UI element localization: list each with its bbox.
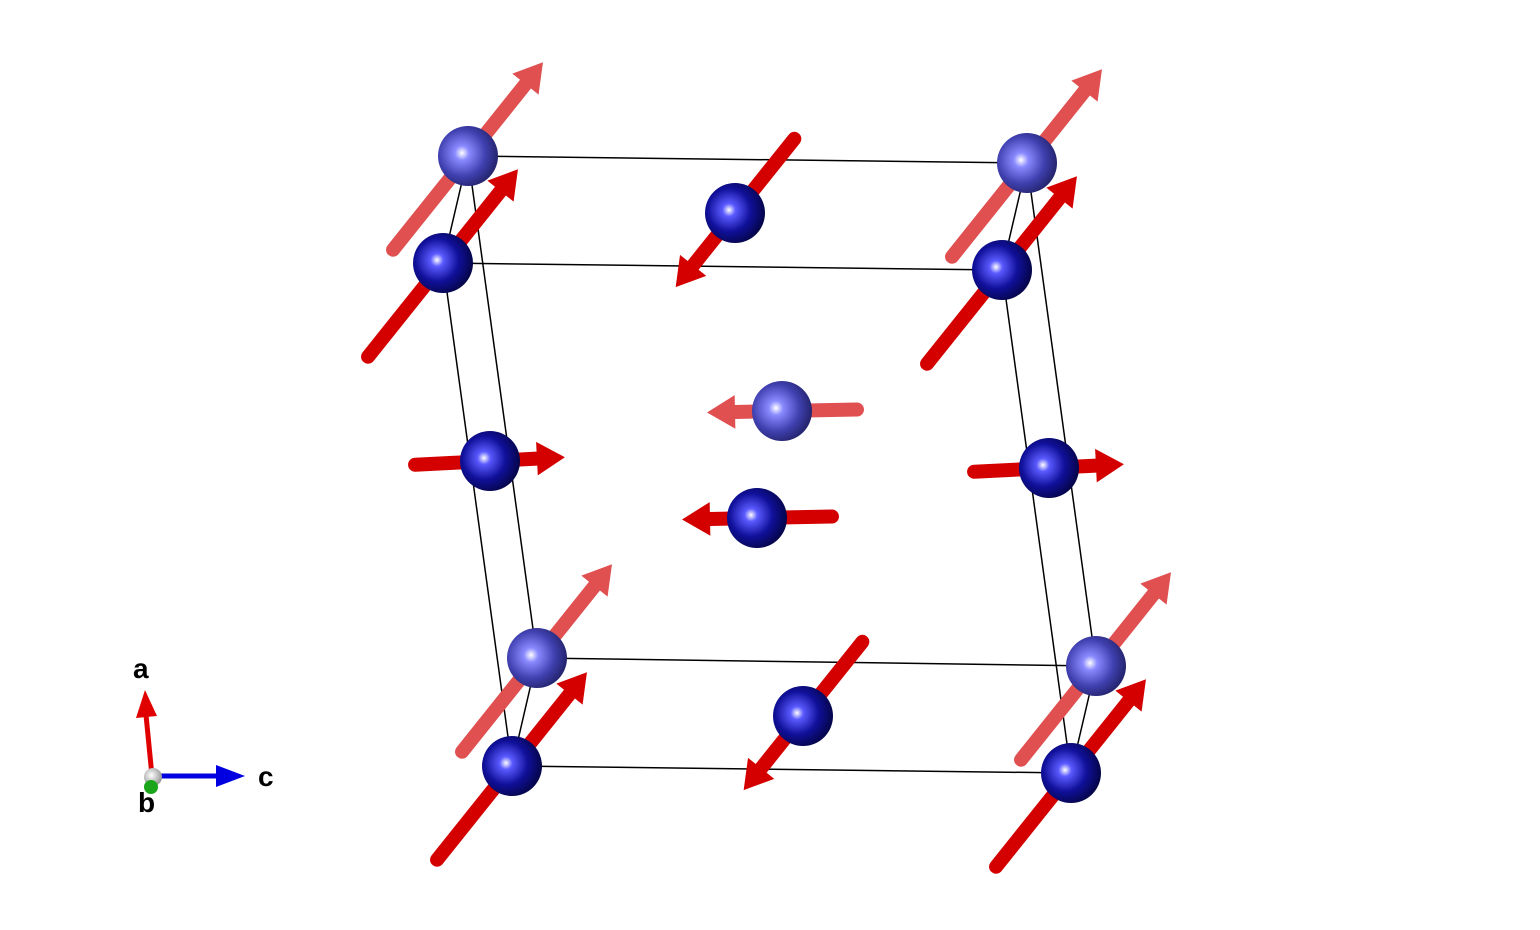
atom-sphere[interactable] [727, 488, 787, 548]
cell-edge [1001, 269, 1072, 774]
spin-arrow-head [536, 441, 565, 476]
b-axis-marker [144, 780, 158, 794]
atom-sphere[interactable] [482, 736, 542, 796]
atom-sphere[interactable] [460, 431, 520, 491]
cell-edge [467, 155, 1028, 164]
a-axis-label: a [133, 653, 149, 684]
a-axis-arrow [143, 714, 155, 777]
spin-arrow-head [682, 502, 711, 536]
atom-sphere[interactable] [1041, 743, 1101, 803]
atom-sphere[interactable] [972, 240, 1032, 300]
spin-arrow-head [1095, 448, 1124, 483]
spin-arrow-head [1115, 679, 1146, 712]
cell-edge [442, 262, 1003, 271]
a-axis-arrowhead [136, 690, 157, 718]
spin-arrow-head [675, 254, 707, 288]
atom-sphere[interactable] [752, 381, 812, 441]
cell-edge [467, 155, 538, 659]
c-axis-arrowhead [216, 765, 245, 787]
atom-sphere[interactable] [438, 126, 498, 186]
front-layer [361, 131, 1146, 874]
spin-arrow-head [512, 62, 543, 95]
atom-sphere[interactable] [413, 233, 473, 293]
c-axis-label: c [258, 761, 274, 792]
spin-arrow-head [1071, 69, 1102, 102]
b-axis-label: b [138, 787, 155, 818]
cell-edge [536, 657, 1097, 667]
spin-arrow-head [581, 564, 612, 597]
spin-arrow-head [743, 757, 775, 791]
cell-edge [442, 262, 513, 767]
axes-indicator: a b c [133, 653, 274, 818]
spin-arrow-head [707, 395, 736, 429]
atom-sphere[interactable] [1019, 438, 1079, 498]
atom-sphere[interactable] [1066, 636, 1126, 696]
atom-sphere[interactable] [507, 628, 567, 688]
spin-arrow-head [556, 672, 587, 705]
cell-edge [1026, 162, 1097, 667]
spin-arrow-head [487, 169, 518, 202]
cell-edge [511, 765, 1072, 774]
atom-sphere[interactable] [705, 183, 765, 243]
atom-sphere[interactable] [773, 686, 833, 746]
atom-sphere[interactable] [997, 133, 1057, 193]
spin-arrow-head [1046, 176, 1077, 209]
back-layer [386, 62, 1171, 767]
spin-arrow-head [1140, 572, 1171, 605]
